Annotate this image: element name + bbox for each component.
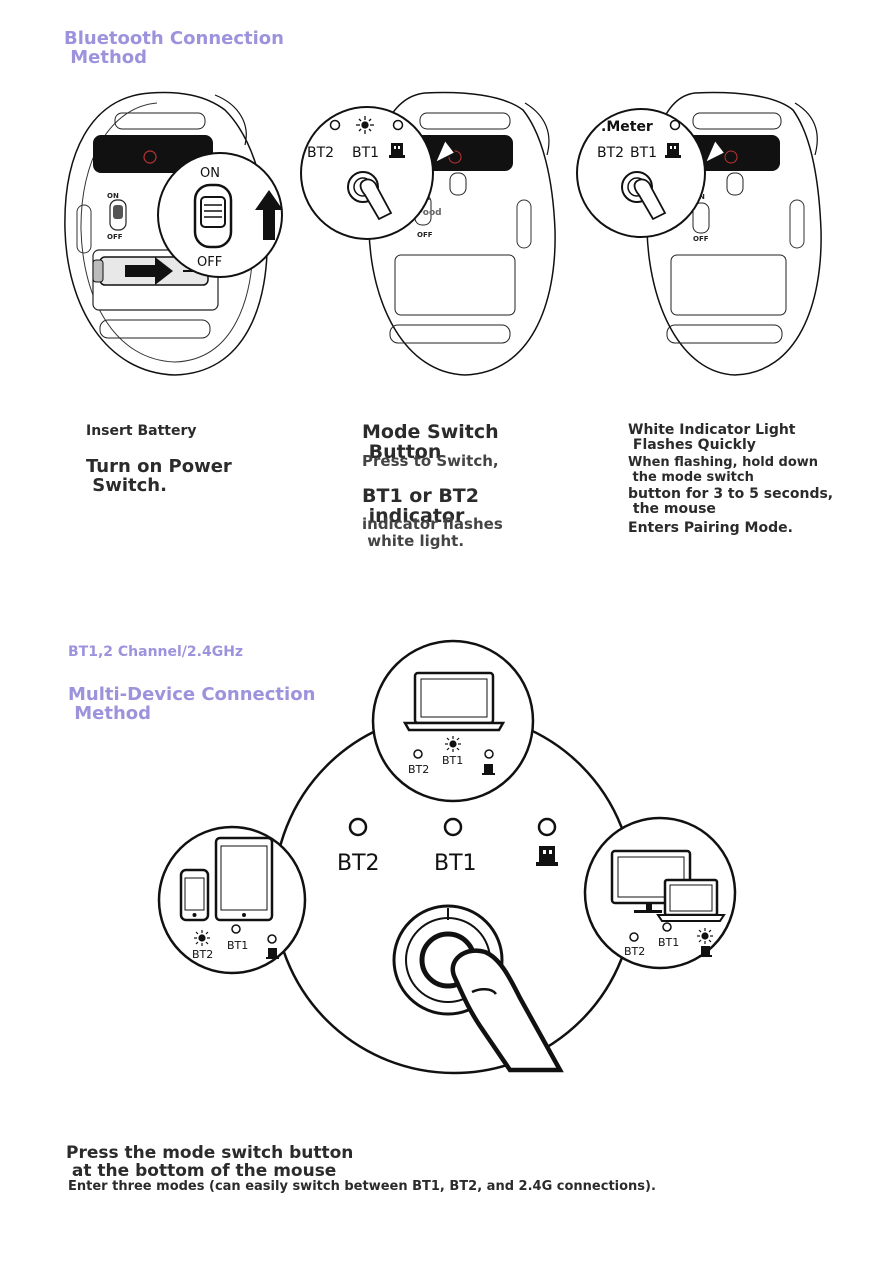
mode-switch-sub: Press to Switch, xyxy=(362,452,499,470)
indicator-sub-line1: indicator flashes xyxy=(362,515,503,533)
pairing-line1: White Indicator Light xyxy=(628,422,796,438)
indicator-sub: indicator flashes white light. xyxy=(362,516,503,550)
section-title-line1: Bluetooth Connection xyxy=(64,28,284,49)
sun-icon xyxy=(356,116,374,134)
mouse-pairing-illustration: ON OFF .Meter BT2 BT1 xyxy=(576,91,822,376)
usb-dongle-icon xyxy=(665,143,681,158)
usb-dongle-icon xyxy=(389,143,405,158)
sun-icon xyxy=(697,928,713,944)
multi-device-diagram: BT2 BT1 BT2 BT1 xyxy=(157,639,737,1075)
usb-dongle-icon xyxy=(482,764,495,775)
small-on-label: ON xyxy=(107,192,119,200)
laptop-icon xyxy=(402,671,506,732)
big-bt1-label: BT1 xyxy=(434,851,477,876)
footer-instructions: Press the mode switch button at the bott… xyxy=(66,1144,656,1194)
footer-line1: Press the mode switch button xyxy=(66,1143,354,1163)
tablet-bt1-label: BT1 xyxy=(227,939,248,952)
step-power-line1: Turn on Power xyxy=(86,456,232,477)
footer-line2: at the bottom of the mouse xyxy=(66,1161,337,1181)
laptop-icon xyxy=(656,878,726,922)
up-arrow-icon xyxy=(255,190,283,240)
bt2-label: BT2 xyxy=(597,145,624,161)
multi-device-title: Multi-Device Connection Method xyxy=(68,685,315,723)
section-title: Bluetooth Connection Method xyxy=(64,29,284,67)
pairing-line5: button for 3 to 5 seconds, xyxy=(628,486,834,502)
sun-icon xyxy=(445,736,461,752)
multi-device-line1: Multi-Device Connection xyxy=(68,684,316,705)
mouse-battery-illustration: ON OFF ON OFF xyxy=(64,91,283,376)
usb-dongle-icon xyxy=(699,946,712,957)
bt1-label: BT1 xyxy=(352,145,379,161)
step-power-switch: Turn on Power Switch. xyxy=(86,457,232,495)
step-insert-battery: Insert Battery xyxy=(86,423,197,439)
indicator-sub-line2: white light. xyxy=(362,532,465,550)
pairing-line2: Flashes Quickly xyxy=(628,437,756,453)
indicator-line1: BT1 or BT2 xyxy=(362,485,479,507)
multi-device-line2: Method xyxy=(68,703,152,724)
tablet-icon xyxy=(214,836,274,922)
finger-icon xyxy=(633,178,667,221)
small-off-label: OFF xyxy=(693,235,709,243)
usb-dongle-icon xyxy=(536,846,558,866)
footer-line3: Enter three modes (can easily switch bet… xyxy=(68,1179,656,1194)
laptop-bt1-label: BT1 xyxy=(442,754,463,767)
small-off-label: OFF xyxy=(107,233,123,241)
tablet-bt2-label: BT2 xyxy=(192,948,213,961)
meter-text: .Meter xyxy=(601,119,653,135)
mode-switch-line1: Mode Switch xyxy=(362,421,499,443)
pairing-line6: the mouse xyxy=(628,501,716,517)
sensor-panel xyxy=(93,135,213,173)
insert-arrow-icon xyxy=(125,257,173,285)
pc-bt1-label: BT1 xyxy=(658,936,679,949)
step-power-line2: Switch. xyxy=(86,475,167,496)
pairing-line7: Enters Pairing Mode. xyxy=(628,520,793,536)
big-bt2-label: BT2 xyxy=(337,851,380,876)
finger-icon xyxy=(359,178,393,221)
overlay-food-text: Food xyxy=(417,208,442,218)
finger-icon xyxy=(450,948,564,1073)
mode-switch-line2: Button xyxy=(362,441,442,463)
laptop-bt2-label: BT2 xyxy=(408,763,429,776)
section-title-line2: Method xyxy=(64,47,148,68)
pairing-line3: When flashing, hold down xyxy=(628,455,819,470)
mouse-mode-switch-illustration: ON Food OFF BT2 BT1 xyxy=(300,91,556,376)
phone-icon xyxy=(179,868,210,922)
switch-off-label: OFF xyxy=(197,255,222,270)
pc-bt2-label: BT2 xyxy=(624,945,645,958)
sun-icon xyxy=(194,930,210,946)
small-off-label: OFF xyxy=(417,231,433,239)
usb-dongle-icon xyxy=(266,948,279,959)
pairing-text: White Indicator Light Flashes Quickly Wh… xyxy=(628,423,833,536)
switch-on-label: ON xyxy=(200,166,220,181)
pairing-line4: the mode switch xyxy=(628,470,754,485)
channel-label: BT1,2 Channel/2.4GHz xyxy=(68,644,244,660)
indicator-heading: BT1 or BT2 indicator xyxy=(362,486,479,526)
bt2-label: BT2 xyxy=(307,145,334,161)
bt1-label: BT1 xyxy=(630,145,657,161)
mode-switch-heading: Mode Switch Button xyxy=(362,422,499,462)
indicator-line2: indicator xyxy=(362,505,465,527)
